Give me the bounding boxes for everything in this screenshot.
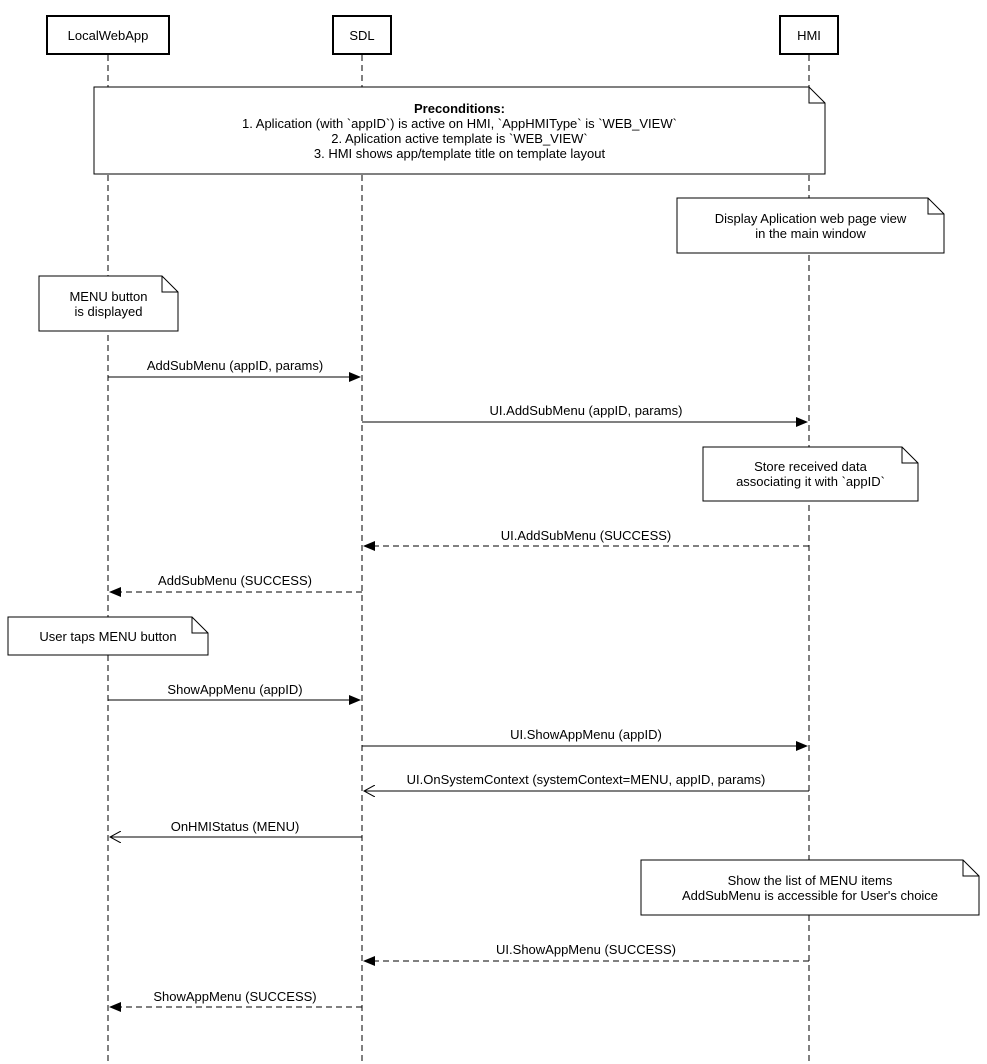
note-store-data-line2: associating it with `appID` (736, 474, 885, 489)
participant-localwebapp-label: LocalWebApp (67, 27, 149, 43)
label-showappmenu-request: ShowAppMenu (appID) (166, 682, 304, 697)
label-ui-addsubmenu-request: UI.AddSubMenu (appID, params) (488, 403, 684, 418)
note-display-webview-line1: Display Aplication web page view (714, 210, 907, 226)
note-shape-show-list (640, 859, 980, 916)
note-preconditions-line2: 2. Aplication active template is `WEB_VI… (331, 130, 588, 146)
label-addsubmenu-request: AddSubMenu (appID, params) (145, 358, 325, 373)
note-store-data-line1: Store received data (754, 459, 867, 474)
participant-localwebapp: LocalWebApp (46, 15, 170, 55)
note-show-list-line2: AddSubMenu is accessible for User's choi… (681, 887, 939, 903)
note-store-data: Store received data associating it with … (703, 447, 918, 501)
note-shape-menu-displayed (38, 275, 179, 332)
note-display-webview: Display Aplication web page view in the … (677, 198, 944, 253)
participant-hmi-label: HMI (797, 27, 821, 43)
note-menu-displayed-line2: is displayed (74, 303, 143, 319)
note-shape-user-taps (7, 616, 209, 656)
label-ui-showappmenu-response: UI.ShowAppMenu (SUCCESS) (495, 942, 677, 957)
note-menu-displayed: MENU button is displayed (39, 276, 178, 331)
label-ui-addsubmenu-response: UI.AddSubMenu (SUCCESS) (499, 528, 673, 543)
note-shape-store-data (702, 446, 919, 502)
label-onhmistatus: OnHMIStatus (MENU) (169, 819, 301, 834)
note-shape-preconditions (93, 86, 826, 175)
participant-hmi: HMI (779, 15, 839, 55)
note-show-list: Show the list of MENU items AddSubMenu i… (641, 860, 979, 915)
note-show-list-line1: Show the list of MENU items (727, 872, 893, 888)
note-preconditions: Preconditions: 1. Aplication (with `appI… (94, 87, 825, 174)
label-showappmenu-response: ShowAppMenu (SUCCESS) (152, 989, 318, 1004)
participant-sdl-label: SDL (349, 27, 375, 43)
participant-sdl: SDL (332, 15, 392, 55)
note-preconditions-line3: 3. HMI shows app/template title on templ… (313, 145, 606, 161)
note-preconditions-line1: 1. Aplication (with `appID`) is active o… (242, 115, 677, 131)
note-shape-display-webview (676, 197, 945, 254)
label-ui-showappmenu-request: UI.ShowAppMenu (appID) (509, 727, 663, 742)
label-addsubmenu-response: AddSubMenu (SUCCESS) (157, 573, 313, 588)
note-user-taps-line1: User taps MENU button (39, 628, 177, 644)
note-preconditions-title: Preconditions: (413, 100, 505, 116)
note-menu-displayed-line1: MENU button (69, 288, 148, 304)
note-display-webview-line2: in the main window (755, 225, 866, 241)
note-user-taps: User taps MENU button (8, 617, 208, 655)
label-ui-onsystemcontext: UI.OnSystemContext (systemContext=MENU, … (405, 772, 767, 787)
